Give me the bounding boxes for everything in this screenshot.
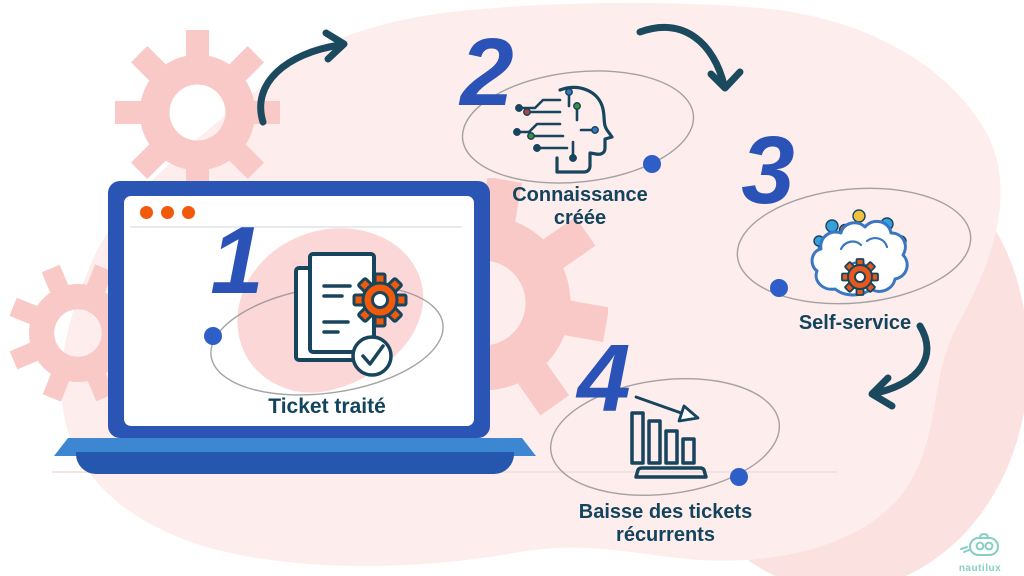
orbit-dot bbox=[730, 468, 748, 486]
orbit-dot bbox=[204, 327, 222, 345]
processed-ticket-icon bbox=[294, 252, 408, 377]
step-number-2: 2 bbox=[460, 19, 514, 126]
orbit-dot bbox=[643, 155, 661, 173]
submarine-icon bbox=[960, 533, 999, 556]
orbit-ellipse-step2 bbox=[461, 70, 695, 184]
step-label-connaissance-creee: Connaissance créée bbox=[512, 184, 648, 229]
step-number-3: 3 bbox=[741, 117, 795, 224]
step-label-ticket-traite: Ticket traité bbox=[268, 395, 386, 418]
logo: nautilux bbox=[942, 532, 1018, 574]
step-number-4: 4 bbox=[577, 325, 631, 432]
window-dot-icon bbox=[182, 206, 195, 219]
laptop-base-bottom bbox=[76, 452, 514, 474]
step-label-self-service: Self-service bbox=[798, 312, 912, 334]
window-control-dots-icon bbox=[140, 206, 203, 224]
orbit-ellipse-step3 bbox=[736, 187, 972, 305]
orbit-dot bbox=[770, 279, 788, 297]
orbit-ellipse-step4 bbox=[549, 378, 781, 496]
divider bbox=[130, 226, 462, 228]
window-dot-icon bbox=[140, 206, 153, 219]
brain-gear-icon bbox=[810, 209, 909, 297]
step-number-1: 1 bbox=[210, 207, 264, 314]
declining-bar-chart-icon bbox=[630, 395, 708, 479]
step-label-baisse-tickets: Baisse des tickets récurrents bbox=[578, 501, 753, 546]
window-dot-icon bbox=[161, 206, 174, 219]
logo-text: nautilux bbox=[958, 563, 1002, 574]
ai-head-icon bbox=[513, 85, 614, 174]
laptop-base bbox=[54, 438, 536, 456]
background-gear-icon bbox=[115, 30, 280, 195]
